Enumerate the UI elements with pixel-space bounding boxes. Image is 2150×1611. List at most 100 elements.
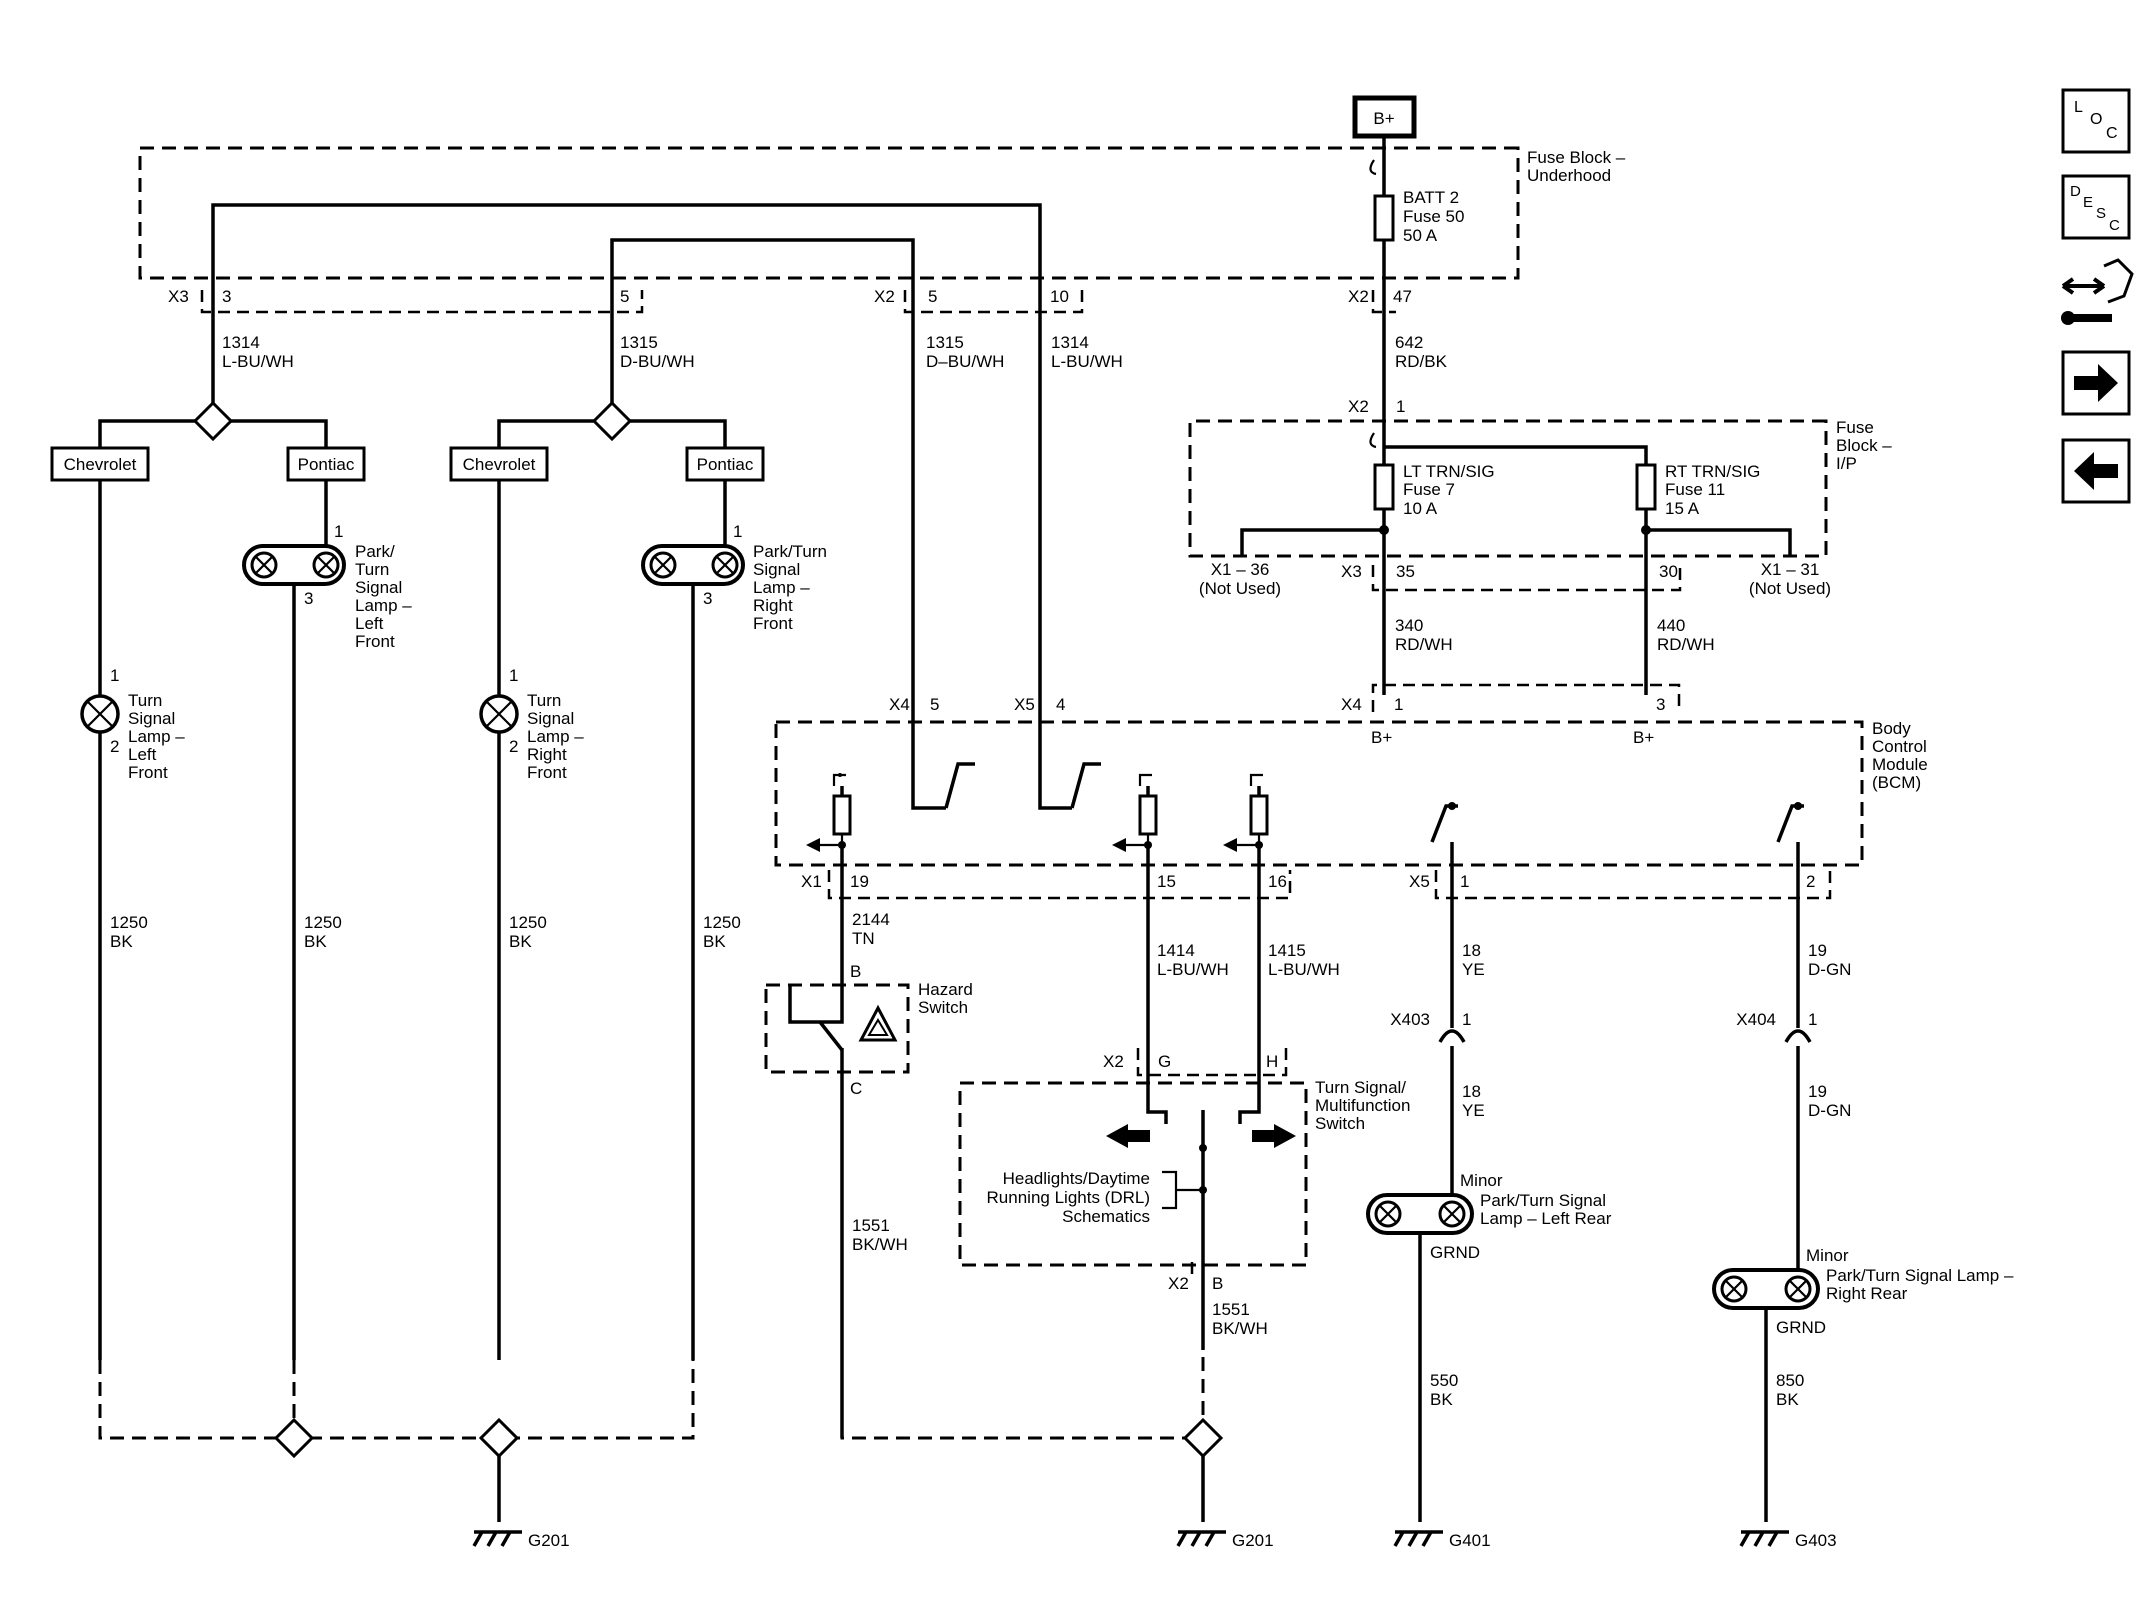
svg-text:4: 4 <box>1056 695 1065 714</box>
desc-icon[interactable]: D E S C <box>2061 174 2131 240</box>
svg-text:L: L <box>2074 99 2083 116</box>
svg-text:15 A: 15 A <box>1665 499 1700 518</box>
svg-text:BK: BK <box>304 932 327 951</box>
svg-text:B+: B+ <box>1633 728 1654 747</box>
svg-text:1: 1 <box>509 666 518 685</box>
svg-text:RD/BK: RD/BK <box>1395 352 1448 371</box>
left-splice-group: Chevrolet Pontiac Chevrolet Pontiac <box>50 400 765 482</box>
svg-text:Underhood: Underhood <box>1527 166 1611 185</box>
output-driver-3 <box>1223 773 1269 852</box>
svg-text:1: 1 <box>1394 695 1403 714</box>
svg-text:E: E <box>2083 194 2093 211</box>
svg-text:X1: X1 <box>801 872 822 891</box>
svg-text:Front: Front <box>355 632 395 651</box>
svg-text:Headlights/Daytime: Headlights/Daytime <box>1003 1169 1150 1188</box>
svg-text:BK: BK <box>110 932 133 951</box>
svg-text:D-GN: D-GN <box>1808 960 1851 979</box>
svg-text:Hazard: Hazard <box>918 980 973 999</box>
svg-text:1414: 1414 <box>1157 941 1195 960</box>
svg-text:1: 1 <box>1396 397 1405 416</box>
svg-text:Right: Right <box>753 596 793 615</box>
svg-text:850: 850 <box>1776 1371 1804 1390</box>
svg-text:Park/Turn Signal Lamp –: Park/Turn Signal Lamp – <box>1826 1266 2014 1285</box>
rear-lamps: X403 1 X404 1 18 YE 19 D-GN Minor Park/T… <box>1366 1010 2014 1460</box>
connector-tools-icon[interactable] <box>2061 258 2134 325</box>
svg-text:Right: Right <box>527 745 567 764</box>
svg-text:X403: X403 <box>1390 1010 1430 1029</box>
svg-text:C: C <box>2106 125 2118 142</box>
svg-text:X2: X2 <box>1168 1274 1189 1293</box>
svg-text:RD/WH: RD/WH <box>1657 635 1715 654</box>
front-lamps: 1 3 Park/ Turn Signal Lamp – Left Front … <box>80 480 827 1360</box>
svg-text:X404: X404 <box>1736 1010 1776 1029</box>
svg-text:Right Rear: Right Rear <box>1826 1284 1908 1303</box>
svg-text:X1 – 36: X1 – 36 <box>1211 560 1270 579</box>
supply-label: B+ <box>1373 109 1394 128</box>
output-driver-2 <box>1112 773 1158 852</box>
svg-text:19: 19 <box>1808 941 1827 960</box>
svg-text:X5: X5 <box>1014 695 1035 714</box>
arrow-left-icon[interactable] <box>2061 438 2131 504</box>
svg-text:C: C <box>850 1079 862 1098</box>
fuse-block-ip: Fuse Block – I/P X2 1 LT TRN/SIG Fuse 7 … <box>1188 397 1892 695</box>
svg-text:1415: 1415 <box>1268 941 1306 960</box>
svg-text:50 A: 50 A <box>1403 226 1438 245</box>
svg-text:G: G <box>1158 1052 1171 1071</box>
svg-text:340: 340 <box>1395 616 1423 635</box>
svg-text:Front: Front <box>128 763 168 782</box>
svg-text:X4: X4 <box>889 695 910 714</box>
svg-text:BK: BK <box>1776 1390 1799 1409</box>
svg-text:Running Lights (DRL): Running Lights (DRL) <box>987 1188 1150 1207</box>
park-turn-lamp-right-rear: Minor Park/Turn Signal Lamp – Right Rear… <box>1712 1246 2014 1337</box>
svg-text:Fuse 50: Fuse 50 <box>1403 207 1464 226</box>
svg-text:L-BU/WH: L-BU/WH <box>1268 960 1340 979</box>
svg-text:GRND: GRND <box>1776 1318 1826 1337</box>
arrow-right-icon[interactable] <box>2061 350 2131 416</box>
option-chevrolet-b: Chevrolet <box>463 455 536 474</box>
svg-text:L-BU/WH: L-BU/WH <box>222 352 294 371</box>
svg-text:3: 3 <box>1656 695 1665 714</box>
svg-text:L-BU/WH: L-BU/WH <box>1051 352 1123 371</box>
svg-text:D–BU/WH: D–BU/WH <box>926 352 1004 371</box>
svg-text:1: 1 <box>733 522 742 541</box>
svg-text:Minor: Minor <box>1806 1246 1849 1265</box>
svg-text:RT TRN/SIG: RT TRN/SIG <box>1665 462 1760 481</box>
svg-text:5: 5 <box>930 695 939 714</box>
svg-text:10 A: 10 A <box>1403 499 1438 518</box>
svg-text:642: 642 <box>1395 333 1423 352</box>
svg-text:35: 35 <box>1396 562 1415 581</box>
svg-text:1551: 1551 <box>852 1216 890 1235</box>
svg-text:TN: TN <box>852 929 875 948</box>
svg-text:5: 5 <box>928 287 937 306</box>
svg-text:Turn: Turn <box>527 691 561 710</box>
svg-text:16: 16 <box>1268 872 1287 891</box>
svg-text:X2: X2 <box>874 287 895 306</box>
svg-text:18: 18 <box>1462 941 1481 960</box>
svg-text:19: 19 <box>1808 1082 1827 1101</box>
park-turn-lamp-right-front: 1 3 Park/Turn Signal Lamp – Right Front <box>641 522 827 633</box>
svg-text:1: 1 <box>1808 1010 1817 1029</box>
svg-text:Front: Front <box>527 763 567 782</box>
svg-text:GRND: GRND <box>1430 1243 1480 1262</box>
svg-text:X3: X3 <box>168 287 189 306</box>
svg-text:1314: 1314 <box>222 333 260 352</box>
svg-text:1250: 1250 <box>509 913 547 932</box>
svg-text:S: S <box>2096 205 2106 222</box>
svg-text:Turn: Turn <box>128 691 162 710</box>
svg-text:Schematics: Schematics <box>1062 1207 1150 1226</box>
svg-text:Body: Body <box>1872 719 1911 738</box>
svg-text:Block –: Block – <box>1836 436 1892 455</box>
svg-text:BK/WH: BK/WH <box>852 1235 908 1254</box>
svg-text:Fuse Block –: Fuse Block – <box>1527 148 1626 167</box>
svg-text:Signal: Signal <box>753 560 800 579</box>
loc-icon[interactable]: L O C <box>2061 88 2131 154</box>
svg-text:47: 47 <box>1393 287 1412 306</box>
svg-text:1250: 1250 <box>110 913 148 932</box>
option-pontiac-b: Pontiac <box>697 455 754 474</box>
svg-text:B: B <box>850 962 861 981</box>
svg-text:2144: 2144 <box>852 910 890 929</box>
fuse-block-underhood: Fuse Block – Underhood BATT 2 Fuse 50 50… <box>138 146 1626 410</box>
option-pontiac-a: Pontiac <box>298 455 355 474</box>
park-turn-lamp-left-rear: Minor Park/Turn Signal Lamp – Left Rear … <box>1366 1171 1612 1262</box>
